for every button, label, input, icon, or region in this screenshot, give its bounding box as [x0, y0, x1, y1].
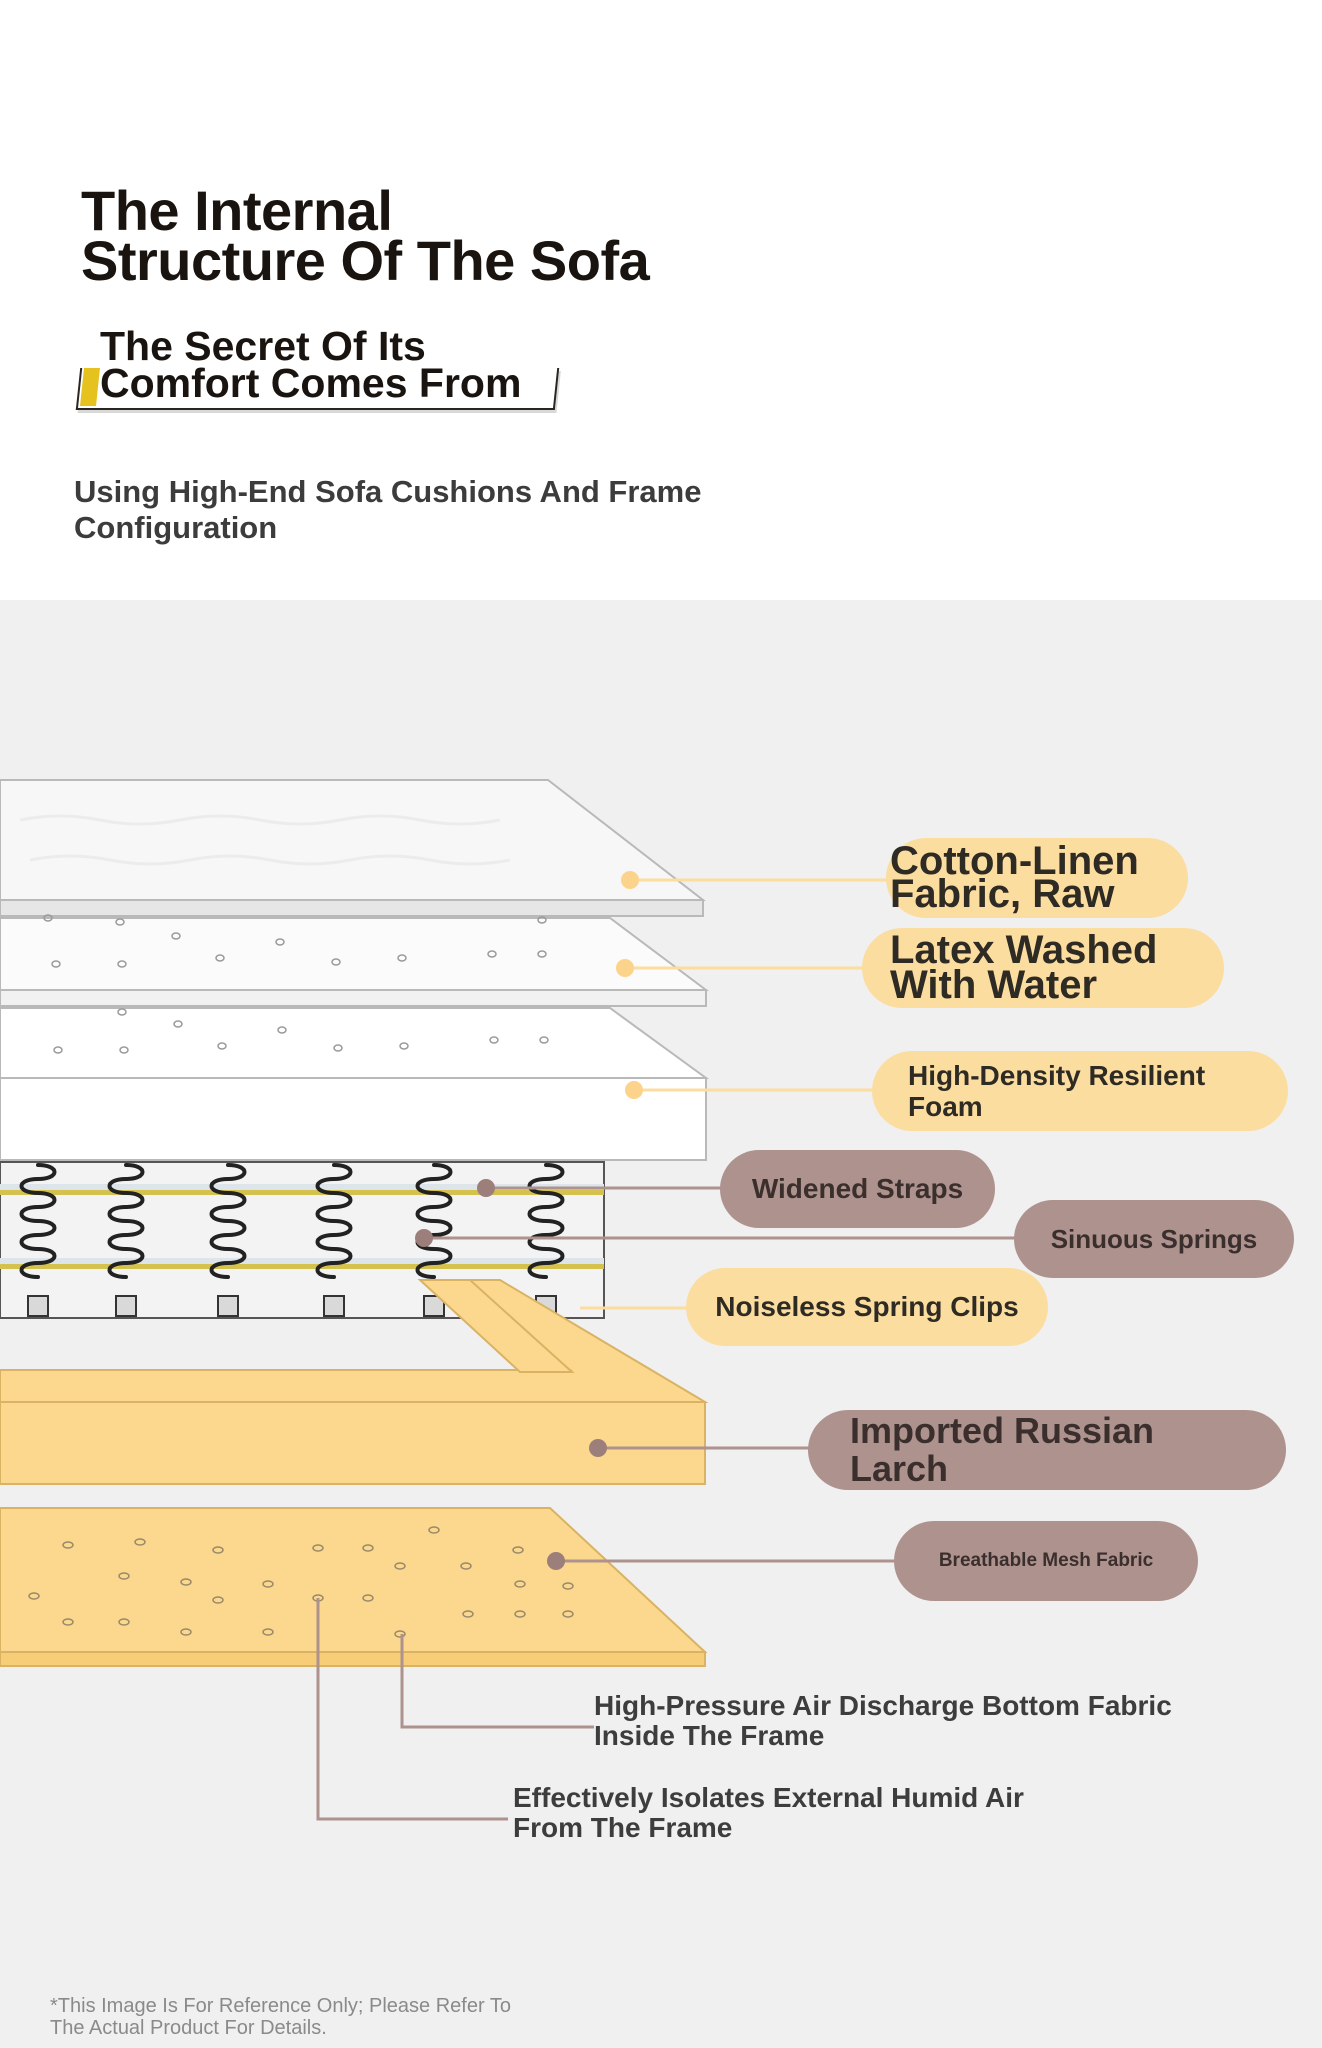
latex-layer — [0, 914, 709, 1007]
label-foam-line-2: Foam — [908, 1091, 983, 1122]
note-isolates-line-1: Effectively Isolates External Humid Air — [513, 1782, 1024, 1813]
label-foam-line-1: High-Density Resilient — [908, 1060, 1206, 1091]
label-widened-straps-text: Widened Straps — [751, 1173, 964, 1204]
label-mesh-fabric: Breathable Mesh Fabric — [894, 1521, 1198, 1601]
leader-dots — [415, 871, 643, 1570]
label-cotton-linen-line-1: Cotton-Linen — [890, 839, 1139, 883]
label-widened-straps: Widened Straps — [720, 1150, 995, 1228]
strap-upper — [0, 1190, 604, 1195]
description-line-2: Configuration — [74, 510, 278, 545]
note-isolates: Effectively Isolates External Humid Air … — [513, 1783, 1024, 1843]
header-section — [0, 0, 1322, 600]
note-isolates-line-2: From The Frame — [513, 1812, 733, 1843]
sinuous-springs — [19, 1163, 565, 1279]
mesh-fabric-layer — [0, 1507, 708, 1667]
title-line-2: Structure Of The Sofa — [81, 229, 650, 292]
label-latex-line-1: Latex Washed — [890, 928, 1158, 972]
foam-layer — [0, 1007, 710, 1161]
note-bottom-fabric-line-1: High-Pressure Air Discharge Bottom Fabri… — [594, 1690, 1172, 1721]
label-spring-clips-text: Noiseless Spring Clips — [715, 1291, 1019, 1322]
page-title: The Internal Structure Of The Sofa — [81, 179, 650, 292]
label-russian-larch-line-2: Larch — [850, 1448, 949, 1489]
label-sinuous-springs: Sinuous Springs — [1014, 1200, 1294, 1278]
label-foam: High-Density Resilient Foam — [872, 1051, 1288, 1131]
label-sinuous-springs-text: Sinuous Springs — [1050, 1223, 1258, 1254]
description-line-1: Using High-End Sofa Cushions And Frame — [74, 474, 702, 509]
label-spring-clips: Noiseless Spring Clips — [686, 1268, 1048, 1346]
label-mesh-fabric-text: Breathable Mesh Fabric — [938, 1550, 1154, 1571]
strap-lower — [0, 1264, 604, 1269]
label-cotton-linen-line-2: Fabric, Raw — [890, 872, 1115, 916]
label-russian-larch-line-1: Imported Russian — [850, 1410, 1155, 1451]
sofa-layers-diagram — [0, 779, 1016, 1821]
subtitle: The Secret Of Its Comfort Comes From — [100, 323, 522, 406]
subtitle-line-2: Comfort Comes From — [100, 360, 522, 406]
title-line-1: The Internal — [81, 179, 393, 242]
label-latex: Latex Washed With Water — [862, 928, 1224, 1008]
label-russian-larch: Imported Russian Larch — [808, 1410, 1286, 1490]
subtitle-banner: The Secret Of Its Comfort Comes From — [75, 323, 560, 418]
larch-frame — [0, 1279, 709, 1485]
disclaimer: *This Image Is For Reference Only; Pleas… — [50, 1995, 511, 2039]
label-latex-line-2: With Water — [890, 963, 1098, 1007]
disclaimer-line-2: The Actual Product For Details. — [50, 2017, 327, 2039]
subtitle-line-1: The Secret Of Its — [100, 323, 426, 369]
spring-clips — [27, 1295, 557, 1317]
note-bottom-fabric-line-2: Inside The Frame — [594, 1720, 825, 1751]
leader-lines — [316, 878, 1016, 1821]
note-bottom-fabric: High-Pressure Air Discharge Bottom Fabri… — [594, 1691, 1172, 1751]
label-cotton-linen: Cotton-Linen Fabric, Raw — [886, 838, 1188, 918]
cotton-linen-layer — [0, 779, 706, 917]
disclaimer-line-1: *This Image Is For Reference Only; Pleas… — [50, 1995, 511, 2017]
description: Using High-End Sofa Cushions And Frame C… — [74, 474, 701, 546]
